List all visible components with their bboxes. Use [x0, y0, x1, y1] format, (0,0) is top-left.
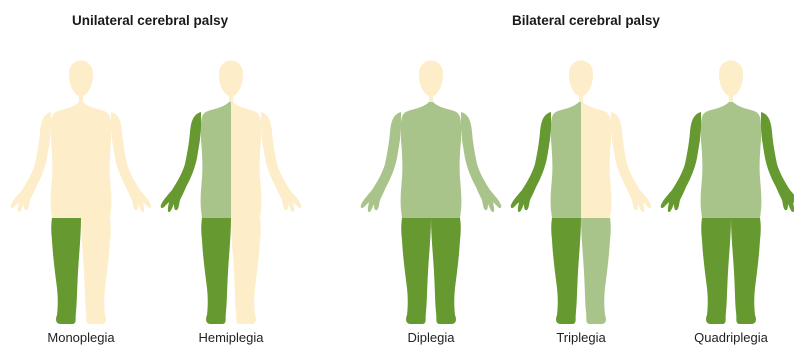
- body-trunk-left: [51, 102, 81, 218]
- body-head: [219, 61, 243, 103]
- body-silhouette: [351, 40, 511, 330]
- body-leg-right: [231, 218, 261, 324]
- body-leg-left: [701, 218, 731, 324]
- body-leg-right: [581, 218, 611, 324]
- figure-label: Quadriplegia: [651, 330, 794, 345]
- body-arm-left: [361, 112, 401, 212]
- body-arm-right: [261, 112, 301, 212]
- body-arm-left: [511, 112, 551, 212]
- body-leg-left: [401, 218, 431, 324]
- body-head: [419, 61, 443, 103]
- body-trunk-right: [581, 102, 611, 218]
- body-arm-right: [761, 112, 794, 212]
- figure-hemiplegia: [151, 40, 311, 330]
- unilateral-title: Unilateral cerebral palsy: [72, 13, 228, 28]
- figure-label: Hemiplegia: [151, 330, 311, 345]
- body-trunk-left: [701, 102, 731, 218]
- body-arm-left: [661, 112, 701, 212]
- bilateral-title: Bilateral cerebral palsy: [512, 13, 660, 28]
- body-trunk-right: [81, 102, 111, 218]
- body-arm-right: [611, 112, 651, 212]
- figure-label: Diplegia: [351, 330, 511, 345]
- body-leg-left: [201, 218, 231, 324]
- body-silhouette: [151, 40, 311, 330]
- body-trunk-right: [431, 102, 461, 218]
- body-head: [69, 61, 93, 103]
- body-leg-right: [731, 218, 761, 324]
- figure-triplegia: [501, 40, 661, 330]
- figure-quadriplegia: [651, 40, 794, 330]
- body-leg-right: [431, 218, 461, 324]
- body-trunk-left: [551, 102, 581, 218]
- body-leg-left: [51, 218, 81, 324]
- body-head: [719, 61, 743, 103]
- figure-monoplegia: [1, 40, 161, 330]
- body-leg-left: [551, 218, 581, 324]
- figure-label: Monoplegia: [1, 330, 161, 345]
- figure-diplegia: [351, 40, 511, 330]
- body-trunk-right: [731, 102, 761, 218]
- body-trunk-left: [401, 102, 431, 218]
- body-silhouette: [1, 40, 161, 330]
- body-silhouette: [651, 40, 794, 330]
- body-head: [569, 61, 593, 103]
- body-leg-right: [81, 218, 111, 324]
- body-trunk-left: [201, 102, 231, 218]
- body-arm-left: [161, 112, 201, 212]
- body-arm-right: [461, 112, 501, 212]
- body-arm-right: [111, 112, 151, 212]
- body-trunk-right: [231, 102, 261, 218]
- body-silhouette: [501, 40, 661, 330]
- figure-label: Triplegia: [501, 330, 661, 345]
- body-arm-left: [11, 112, 51, 212]
